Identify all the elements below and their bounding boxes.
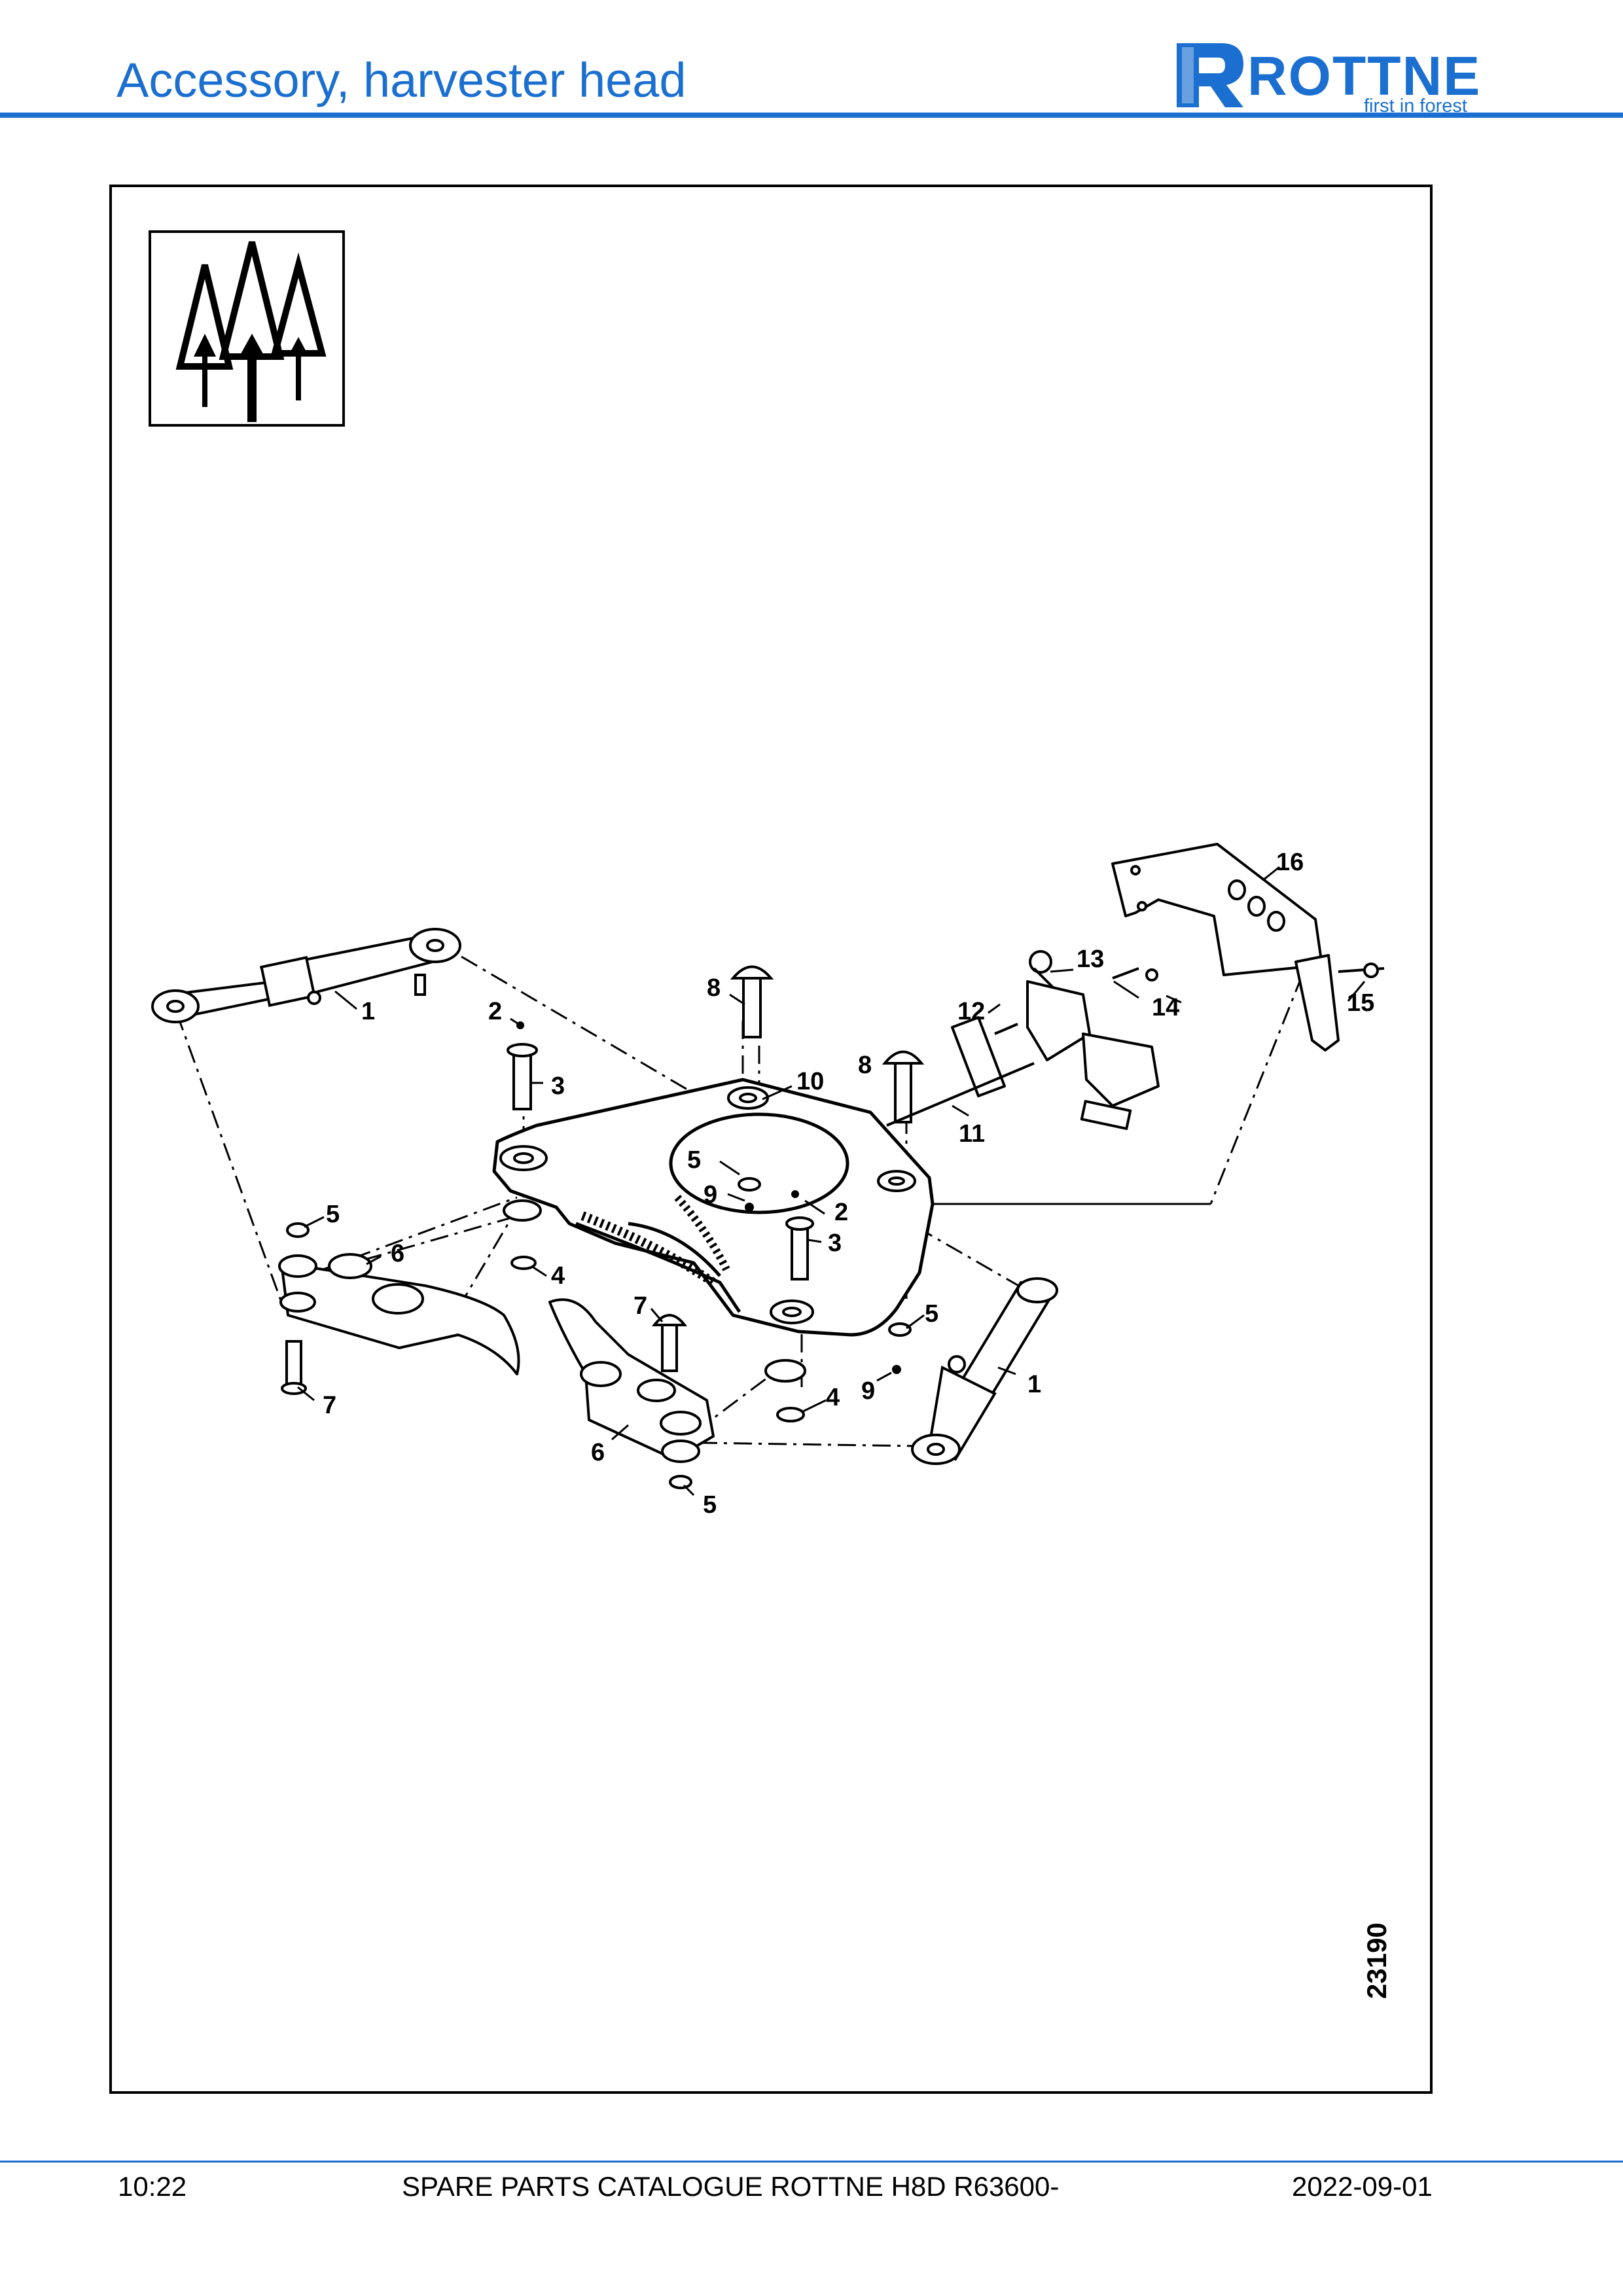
callout-11: 11 [959,1120,985,1148]
header-divider [0,113,1623,118]
callout-2: 2 [834,1199,848,1226]
callout-15: 15 [1347,989,1374,1017]
callout-13: 13 [1077,945,1104,973]
callout-12: 12 [957,998,985,1025]
callout-5: 5 [703,1491,717,1519]
illustration-frame [109,185,1433,2094]
catalogue-title: SPARE PARTS CATALOGUE ROTTNE H8D R63600- [402,2171,1060,2202]
callout-3: 3 [828,1229,842,1257]
callout-6: 6 [391,1240,404,1267]
callout-4: 4 [551,1262,565,1290]
callout-1: 1 [361,998,375,1025]
drawing-number: 23190 [1361,1922,1392,1999]
callout-5: 5 [326,1201,340,1228]
callout-2: 2 [488,998,502,1025]
callout-5: 5 [687,1146,701,1174]
callout-9: 9 [704,1181,717,1209]
callout-8: 8 [707,974,721,1002]
callout-7: 7 [633,1292,647,1320]
rottne-r-mark-icon [1177,43,1243,107]
callout-3: 3 [551,1072,565,1100]
callout-4: 4 [826,1384,840,1411]
catalogue-date: 2022-09-01 [1292,2171,1433,2202]
page-title: Accessory, harvester head [116,53,687,107]
callout-14: 14 [1152,994,1179,1021]
forest-trees-icon [149,230,345,427]
callout-10: 10 [796,1068,824,1095]
callout-7: 7 [323,1392,336,1419]
page-number: 10:22 [118,2171,187,2202]
callout-5: 5 [925,1300,938,1328]
callout-6: 6 [591,1439,605,1466]
footer-divider [0,2161,1623,2163]
callout-16: 16 [1276,849,1304,876]
callout-1: 1 [1027,1371,1041,1398]
callout-8: 8 [858,1051,872,1079]
callout-9: 9 [861,1377,875,1405]
logo-wordmark: ROTTNE [1247,45,1482,107]
